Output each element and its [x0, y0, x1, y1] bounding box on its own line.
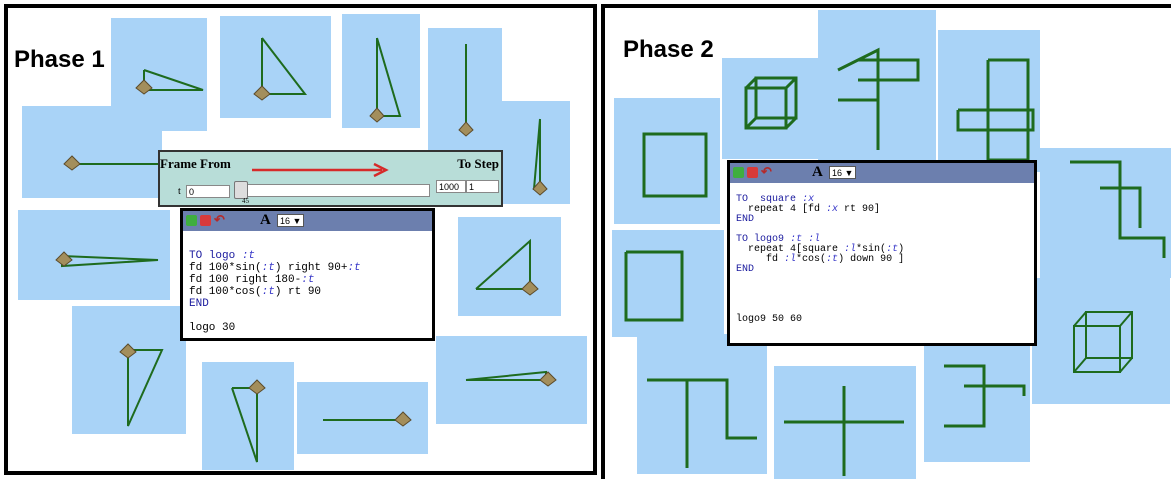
triangle-tile: [18, 210, 170, 300]
step-input[interactable]: [466, 180, 499, 193]
arrow-icon: [252, 162, 389, 178]
editor-toolbar: ↶ A 16 ▼: [730, 163, 1034, 183]
cube-tile: [722, 58, 818, 159]
triangle-tile: [220, 16, 331, 118]
font-size-select[interactable]: 16 ▼: [829, 166, 857, 179]
code-line: TO square :x: [736, 194, 815, 205]
code-line: TO logo :t: [189, 250, 256, 262]
triangle-tile: [499, 101, 570, 204]
phase-2-title: Phase 2: [623, 36, 714, 63]
editor-toolbar: ↶ A 16 ▼: [183, 211, 432, 231]
cube-tile: [1032, 278, 1170, 404]
shape-tile: [637, 334, 767, 474]
shape-tile: [818, 10, 936, 162]
triangle-tile: [436, 336, 587, 424]
code-line: END: [189, 298, 209, 310]
code-line: TO logo9 :t :l: [736, 234, 821, 245]
frame-from-label: Frame From: [160, 156, 231, 171]
undo-icon[interactable]: ↶: [761, 164, 772, 179]
command-line[interactable]: logo9 50 60: [736, 314, 803, 325]
triangle-tile: [202, 362, 294, 470]
code-line: [736, 285, 1028, 295]
code-line: [189, 310, 426, 322]
stop-button[interactable]: [200, 215, 211, 226]
font-size-icon: A: [260, 212, 271, 228]
t-input[interactable]: [186, 185, 230, 198]
frame-slider-thumb[interactable]: [234, 181, 248, 199]
code-line: fd 100*cos(:t) rt 90: [189, 286, 322, 298]
phase-1-title: Phase 1: [14, 46, 105, 73]
undo-icon[interactable]: ↶: [214, 212, 225, 227]
run-button[interactable]: [186, 215, 197, 226]
code-line: END: [736, 214, 755, 225]
frame-slider-panel: Frame From To Step t 45: [158, 150, 503, 207]
code-line: END: [736, 264, 755, 275]
square-tile: [614, 98, 720, 224]
code-line: repeat 4[square :l*sin(:t): [736, 244, 905, 255]
code-line: [736, 275, 1028, 285]
code-area[interactable]: TO square :x repeat 4 [fd :x rt 90]END T…: [736, 185, 1028, 345]
code-editor: ↶ A 16 ▼ TO square :x repeat 4 [fd :x rt…: [727, 160, 1037, 346]
from-input[interactable]: [436, 180, 466, 193]
line-tile: [297, 382, 428, 454]
command-line[interactable]: logo 30: [189, 322, 236, 334]
triangle-tile: [342, 14, 420, 128]
run-button[interactable]: [733, 167, 744, 178]
triangle-tile: [72, 306, 186, 434]
line-tile: [22, 106, 162, 198]
font-size-select[interactable]: 16 ▼: [277, 214, 305, 227]
code-line: fd 100*sin(:t) right 90+:t: [189, 262, 361, 274]
slider-value: 45: [242, 197, 249, 205]
code-line: fd 100 right 180-:t: [189, 274, 315, 286]
shape-tile: [924, 346, 1030, 462]
stop-button[interactable]: [747, 167, 758, 178]
triangle-tile: [458, 217, 561, 316]
square-tile: [612, 230, 724, 337]
shape-tile: [774, 366, 916, 479]
code-line: fd :l*cos(:t) down 90 ]: [736, 254, 905, 265]
shape-tile: [1040, 148, 1171, 278]
to-step-label: To Step: [457, 156, 499, 171]
t-label: t: [178, 186, 181, 197]
frame-slider-track[interactable]: [238, 184, 430, 197]
code-line: [736, 295, 1028, 305]
line-tile: [428, 28, 502, 154]
shape-tile: [938, 30, 1040, 172]
font-size-icon: A: [812, 164, 823, 180]
code-line: repeat 4 [fd :x rt 90]: [736, 204, 881, 215]
